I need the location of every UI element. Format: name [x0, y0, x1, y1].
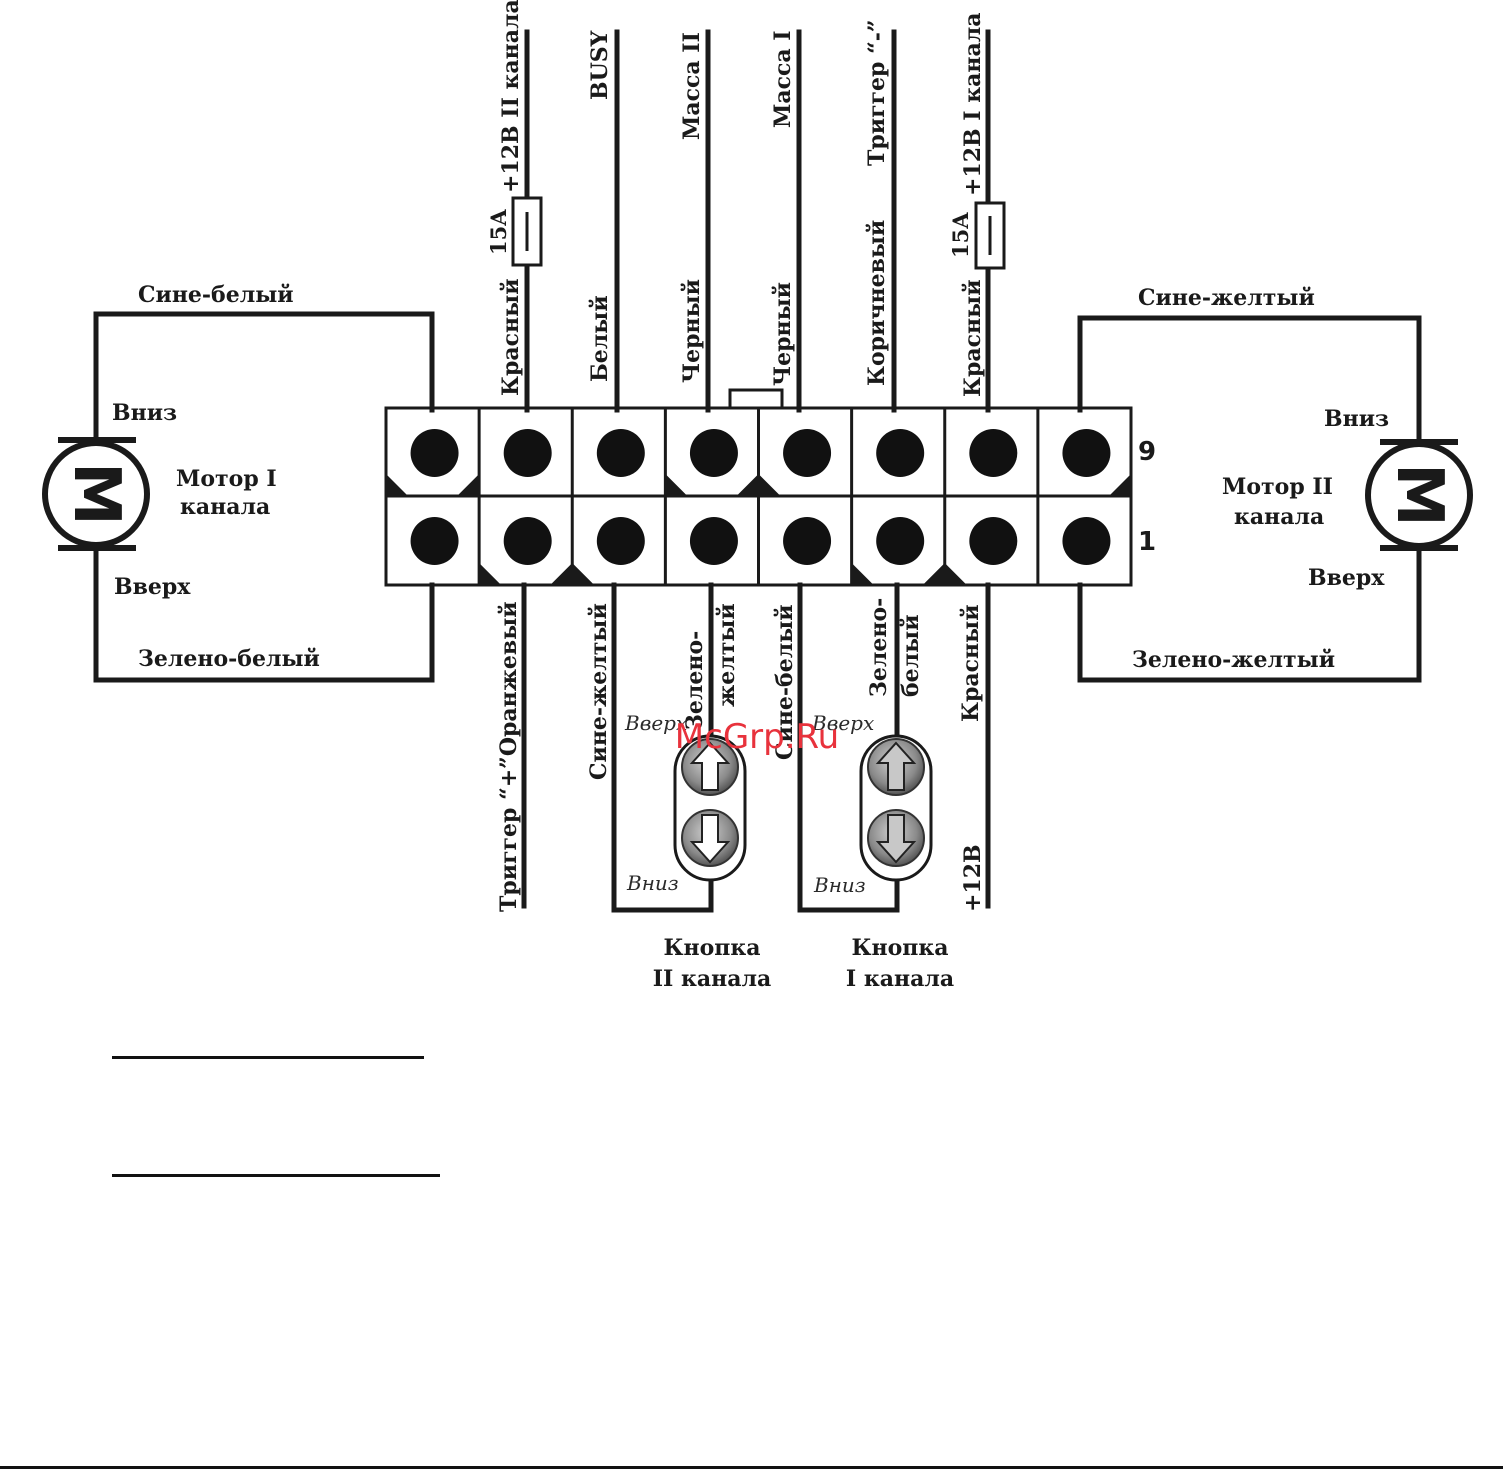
top-wire-4-color: Черный — [770, 282, 796, 386]
connector-pin — [596, 429, 645, 477]
connector-pin — [596, 517, 645, 565]
button-2-caption-1: Кнопка — [663, 935, 760, 961]
top-wire-1-color: Красный — [498, 278, 524, 396]
connector-pin — [410, 429, 459, 477]
connector-key — [572, 563, 595, 585]
connector-pin — [876, 517, 925, 565]
button-channel-1 — [859, 734, 933, 882]
connector-pin — [503, 517, 552, 565]
connector-key — [944, 563, 967, 585]
connector-block — [384, 406, 1133, 587]
top-wire-3-function: Масса II — [679, 32, 705, 140]
top-wire-6-fuse: 15A — [948, 212, 973, 258]
wire-bottom-button-2-loop — [611, 582, 714, 913]
arrow-down-icon — [681, 809, 739, 867]
connector-key — [479, 563, 502, 585]
connector-pin — [783, 517, 832, 565]
connector-key — [851, 563, 874, 585]
connector-pin — [876, 429, 925, 477]
connector-pin — [969, 517, 1018, 565]
connector-key — [1109, 474, 1131, 496]
bottom-wire-7-label: +12В — [960, 844, 986, 912]
motor-left-top-wire: Сине-белый — [138, 282, 294, 308]
bottom-wire-5-label-2: белый — [898, 614, 924, 697]
button-1-down-label: Вниз — [813, 873, 866, 897]
motor-right-title-2: канала — [1234, 504, 1324, 530]
bottom-wires — [521, 582, 991, 913]
bottom-wire-6-label: Красный — [958, 604, 984, 722]
top-wires — [511, 29, 1006, 413]
bottom-wire-2-label: Сине-желтый — [586, 603, 612, 780]
connector-key — [550, 563, 573, 585]
wire-bottom-button-1-loop — [797, 582, 900, 913]
connector-pin — [410, 517, 459, 565]
bottom-wire-1-label: Триггер “+”Оранжевый — [496, 601, 522, 912]
top-wire-4-function: Масса I — [770, 30, 796, 128]
motor-right: M — [1077, 315, 1473, 683]
top-wire-5-function: Триггер “-” — [864, 19, 890, 166]
motor-right-up: Вверх — [1308, 565, 1385, 591]
connector-pin — [1062, 429, 1111, 477]
pin-number-top: 9 — [1138, 437, 1156, 467]
top-wire-3-color: Черный — [679, 279, 705, 383]
connector-key — [665, 474, 688, 496]
arrow-up-icon — [867, 738, 925, 796]
connector-key — [386, 474, 408, 496]
motor-left: M — [42, 311, 435, 683]
connector-pin — [969, 429, 1018, 477]
horizontal-rule — [112, 1056, 424, 1059]
bottom-wire-4-label: Сине-белый — [772, 604, 798, 760]
motor-right-top-wire: Сине-желтый — [1138, 285, 1315, 311]
button-2-caption-2: II канала — [653, 966, 772, 992]
connector-key — [758, 474, 781, 496]
top-wire-6-color: Красный — [960, 279, 986, 397]
button-2-down-label: Вниз — [626, 871, 679, 895]
connector-pin — [689, 517, 738, 565]
motor-right-bottom-wire: Зелено-желтый — [1132, 647, 1335, 673]
top-wire-5-color: Коричневый — [864, 220, 890, 386]
button-1-caption-2: I канала — [846, 966, 954, 992]
motor-left-bottom-wire: Зелено-белый — [138, 646, 320, 672]
motor-left-title-1: Мотор I — [176, 466, 277, 492]
top-wire-2-function: BUSY — [587, 30, 613, 100]
motor-left-down: Вниз — [112, 400, 177, 426]
connector-pin — [783, 429, 832, 477]
pin-number-bottom: 1 — [1138, 527, 1156, 557]
arrow-down-icon — [867, 809, 925, 867]
arrow-up-icon — [681, 738, 739, 796]
motor-left-title-2: канала — [180, 494, 270, 520]
motor-right-down: Вниз — [1324, 406, 1389, 432]
motor-right-title-1: Мотор II — [1222, 474, 1333, 500]
button-channel-2 — [673, 734, 747, 882]
connector-pin — [1062, 517, 1111, 565]
motor-right-letter: M — [1382, 463, 1456, 527]
bottom-wire-5-label-1: Зелено- — [866, 598, 892, 697]
bottom-wire-3-label-1: Зелено- — [682, 631, 708, 730]
connector-key — [457, 474, 480, 496]
top-wire-1-function: +12В II канала — [498, 0, 524, 193]
button-2-up-label: Вверх — [624, 711, 687, 735]
connector-pin — [689, 429, 738, 477]
top-wire-6-function: +12В I канала — [960, 12, 986, 196]
connector-pin — [503, 429, 552, 477]
top-wire-2-color: Белый — [587, 295, 613, 382]
ground-jumper — [728, 388, 784, 410]
horizontal-rule — [112, 1174, 440, 1177]
watermark: McGrp.Ru — [675, 717, 839, 757]
page-bottom-rule — [0, 1466, 1503, 1469]
button-1-up-label: Вверх — [811, 711, 874, 735]
motor-left-letter: M — [59, 462, 133, 526]
button-1-caption-1: Кнопка — [851, 935, 948, 961]
top-wire-1-fuse: 15A — [486, 209, 511, 255]
connector-key — [922, 563, 945, 585]
connector-key — [736, 474, 759, 496]
motor-left-up: Вверх — [114, 574, 191, 600]
bottom-wire-3-label-2: желтый — [714, 603, 740, 707]
